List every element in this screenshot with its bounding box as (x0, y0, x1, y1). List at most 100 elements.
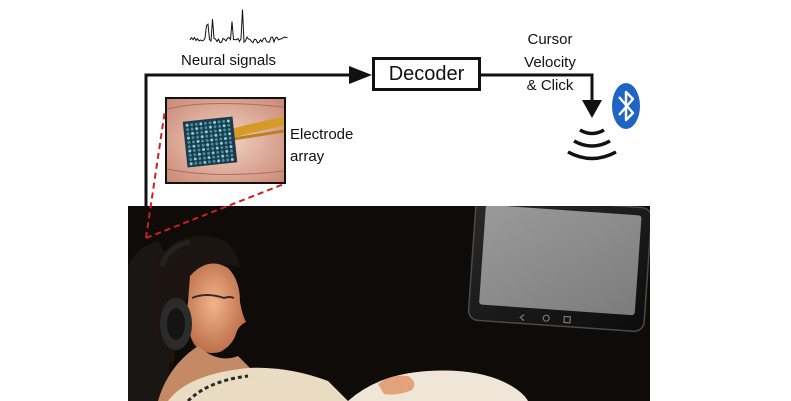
participant-photo (128, 206, 650, 401)
electrode (213, 125, 217, 129)
electrode (223, 128, 227, 132)
electrode (196, 139, 200, 143)
electrode (199, 122, 203, 126)
electrode (225, 149, 229, 153)
electrode (186, 132, 190, 136)
electrode (186, 128, 190, 132)
electrode (220, 146, 224, 150)
electrode (209, 129, 213, 133)
signal-path-line (144, 73, 350, 208)
electrode (185, 123, 189, 127)
electrode (196, 135, 200, 139)
electrode (226, 158, 230, 162)
electrode-array-photo (165, 97, 286, 184)
electrode (228, 136, 232, 140)
electrode (191, 131, 195, 135)
electrode (195, 127, 199, 131)
electrode (203, 121, 207, 125)
electrode (221, 154, 225, 158)
electrode (201, 139, 205, 143)
cursor-line-3: & Click (526, 77, 574, 94)
electrode (203, 160, 207, 164)
electrode (214, 133, 218, 137)
electrode (187, 145, 191, 149)
electrode (210, 138, 214, 142)
electrode (193, 153, 197, 157)
electrode (199, 126, 203, 130)
electrode (219, 137, 223, 141)
arrow-to-wireless (582, 100, 602, 118)
electrode (189, 162, 193, 166)
electrode (215, 142, 219, 146)
electrode (202, 152, 206, 156)
electrode (230, 157, 234, 161)
electrode (211, 151, 215, 155)
electrode (191, 136, 195, 140)
electrode-line-1: Electrode (290, 126, 354, 143)
electrode (197, 144, 201, 148)
electrode (207, 160, 211, 164)
bluetooth-icon (612, 83, 640, 129)
electrode (218, 128, 222, 132)
electrode (218, 124, 222, 128)
electrode (210, 142, 214, 146)
electrode (200, 130, 204, 134)
electrode (224, 145, 228, 149)
electrode (229, 149, 233, 153)
electrode (212, 155, 216, 159)
electrode (188, 149, 192, 153)
electrode (213, 120, 217, 124)
electrode (192, 144, 196, 148)
electrode (186, 136, 190, 140)
electrode (225, 154, 229, 158)
dashed-line-inset-right (145, 183, 285, 239)
electrode (222, 119, 226, 123)
electrode (217, 120, 221, 124)
electrode (190, 123, 194, 127)
electrode (197, 152, 201, 156)
decoder-output-line (481, 73, 594, 100)
electrode (221, 158, 225, 162)
electrode (219, 133, 223, 137)
electrode (194, 122, 198, 126)
electrode (209, 134, 213, 138)
electrode (223, 132, 227, 136)
electrode (215, 146, 219, 150)
arrow-to-decoder (349, 66, 372, 84)
electrode (192, 148, 196, 152)
electrode (207, 156, 211, 160)
electrode (211, 147, 215, 151)
cursor-line-1: Cursor (527, 31, 573, 48)
electrode (229, 145, 233, 149)
electrode (214, 138, 218, 142)
electrode (197, 148, 201, 152)
electrode (212, 159, 216, 163)
electrode (222, 124, 226, 128)
electrode (228, 132, 232, 136)
electrode (205, 138, 209, 142)
decoder-box: Decoder (372, 57, 481, 91)
electrode (202, 148, 206, 152)
neural-signals-label: Neural signals (181, 52, 277, 69)
electrode (192, 140, 196, 144)
electrode-array-label: Electrode array (290, 124, 353, 168)
electrode (226, 119, 230, 123)
electrode (217, 159, 221, 163)
electrode (208, 125, 212, 129)
electrode (227, 123, 231, 127)
electrode (224, 137, 228, 141)
electrode (224, 141, 228, 145)
electrode (229, 140, 233, 144)
cursor-line-2: Velocity (524, 54, 576, 71)
electrode (216, 155, 220, 159)
dashed-line-inset-left (145, 109, 166, 239)
electrode (198, 157, 202, 161)
electrode (200, 135, 204, 139)
electrode (205, 134, 209, 138)
electrode (220, 150, 224, 154)
electrode (216, 150, 220, 154)
electrode (187, 140, 191, 144)
electrode (204, 126, 208, 130)
electrode (202, 156, 206, 160)
